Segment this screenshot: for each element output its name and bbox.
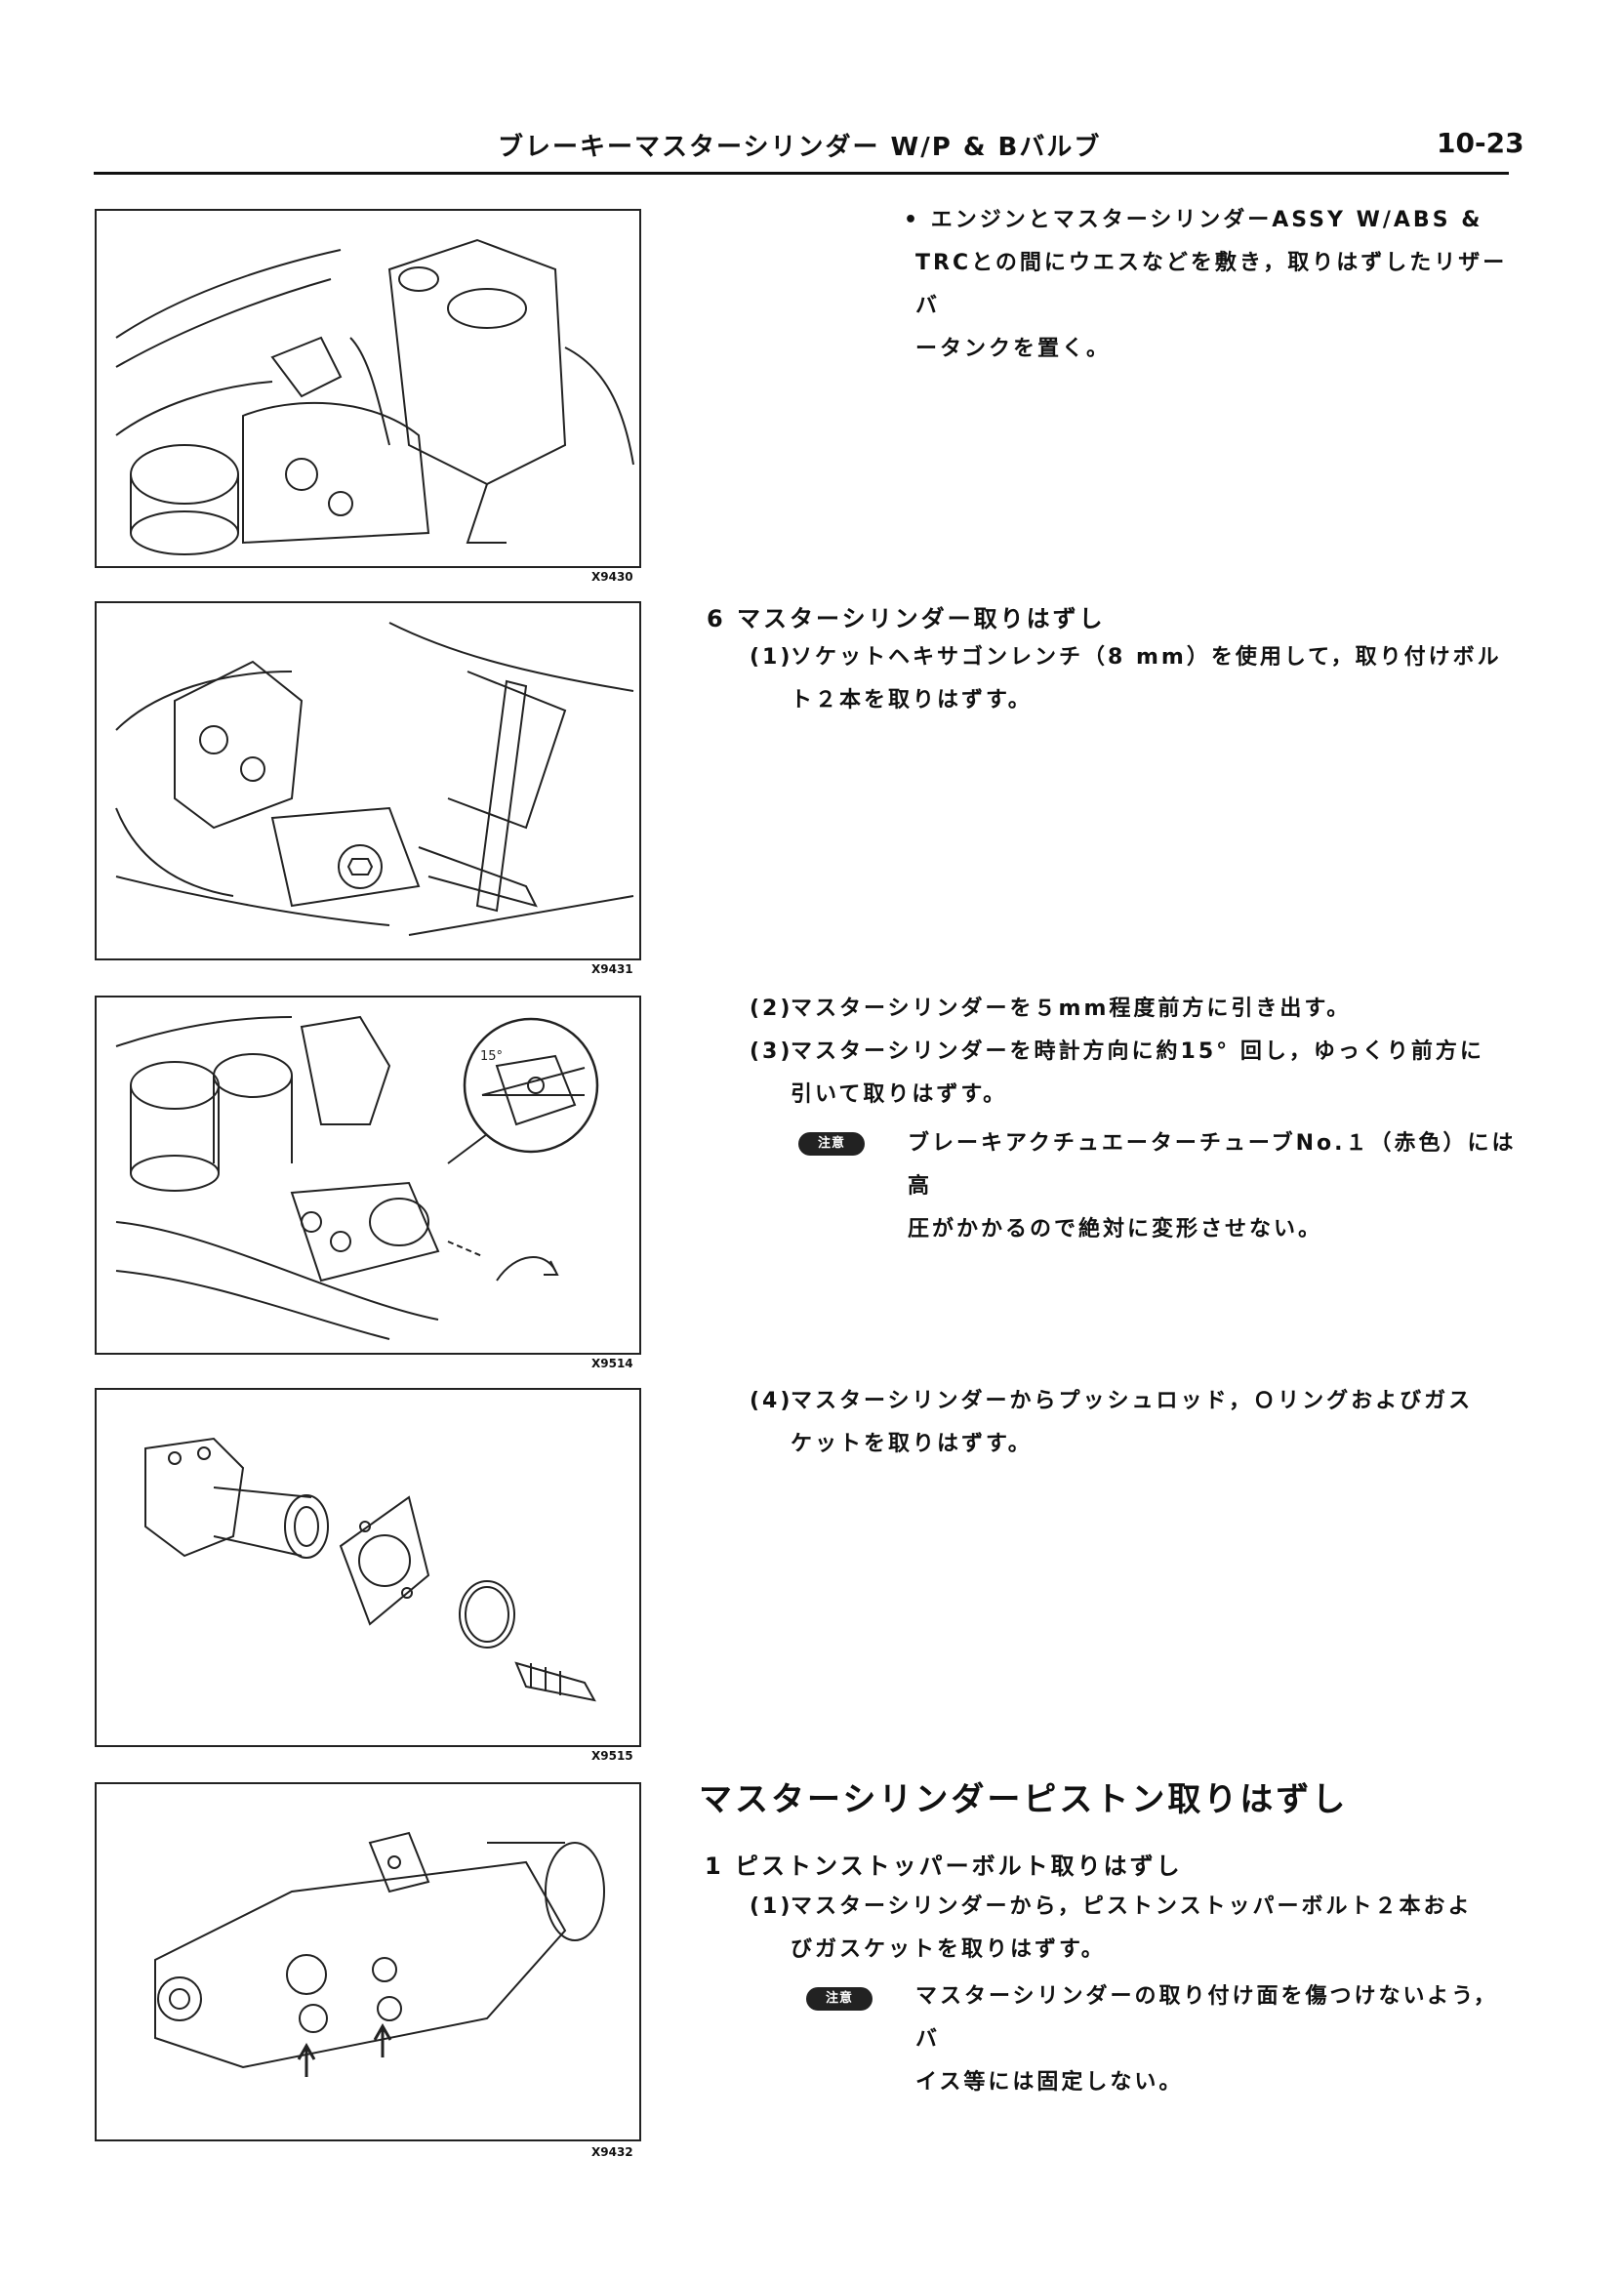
- instruction-line: イス等には固定しない。: [915, 2070, 1184, 2095]
- figure-code: X9431: [591, 962, 633, 976]
- page-header-title: ブレーキーマスターシリンダー W/P & Bバルブ: [498, 133, 1102, 162]
- step-6-heading: 6 マスターシリンダー取りはずし: [707, 605, 1106, 632]
- figure-code: X9432: [591, 2145, 633, 2159]
- instruction-line: マスターシリンダーを５mm程度前方に引き出す。: [791, 997, 1352, 1021]
- figure-stopper-bolts: [95, 1782, 641, 2141]
- instruction-line: 圧がかかるので絶対に変形させない。: [908, 1217, 1323, 1242]
- caution-note-actuator-tube: ブレーキアクチュエーターチューブNo.１（赤色）には高 圧がかかるので絶対に変形…: [908, 1122, 1522, 1251]
- step-number: (1): [750, 645, 793, 670]
- instruction-line: • エンジンとマスターシリンダーASSY W/ABS &: [904, 208, 1483, 232]
- header-divider: [94, 172, 1509, 175]
- instruction-step-6-2: (2)マスターシリンダーを５mm程度前方に引き出す。: [750, 988, 1521, 1031]
- illustration-hex-wrench: [115, 622, 634, 936]
- caution-badge: 注意: [798, 1132, 865, 1156]
- instruction-line: マスターシリンダーの取り付け面を傷つけないよう，バ: [915, 1984, 1498, 2052]
- instruction-step-1-1: (1)マスターシリンダーから，ピストンストッパーボルト２本およ びガスケットを取…: [750, 1886, 1521, 1972]
- step-number: (2): [750, 997, 793, 1021]
- instruction-line: ソケットヘキサゴンレンチ（8 mm）を使用して，取り付けボル: [791, 645, 1502, 670]
- figure-code: X9430: [591, 570, 633, 584]
- instruction-line: マスターシリンダーを時計方向に約15° 回し，ゆっくり前方に: [791, 1039, 1484, 1064]
- callout-angle-label: 15°: [480, 1049, 503, 1064]
- step-number: (3): [750, 1039, 793, 1064]
- figure-bolt-removal: [95, 601, 641, 960]
- section-title-piston-removal: マスターシリンダーピストン取りはずし: [699, 1780, 1349, 1819]
- instruction-line: ブレーキアクチュエーターチューブNo.１（赤色）には高: [908, 1131, 1517, 1199]
- instruction-line: マスターシリンダーからプッシュロッド，Ｏリングおよびガス: [791, 1389, 1474, 1413]
- instruction-line: ケットを取りはずす。: [791, 1432, 1033, 1456]
- instruction-line: びガスケットを取りはずす。: [791, 1937, 1106, 1962]
- illustration-exploded-parts: [144, 1437, 596, 1702]
- instruction-line: TRCとの間にウエスなどを敷き，取りはずしたリザーバ: [915, 251, 1508, 318]
- page-number: 10-23: [1437, 127, 1524, 159]
- instruction-line: マスターシリンダーから，ピストンストッパーボルト２本およ: [791, 1894, 1473, 1919]
- instruction-step-6-1: (1)ソケットヘキサゴンレンチ（8 mm）を使用して，取り付けボル ト２本を取り…: [750, 636, 1521, 722]
- figure-pushrod-parts: [95, 1388, 641, 1747]
- illustration-rotate-cylinder: 15°: [115, 1015, 599, 1340]
- illustration-engine-bay: [115, 238, 634, 555]
- step-number: (4): [750, 1389, 793, 1413]
- caution-note-mounting-surface: マスターシリンダーの取り付け面を傷つけないよう，バ イス等には固定しない。: [915, 1975, 1521, 2104]
- figure-reservoir-removal: [95, 209, 641, 568]
- figure-code: X9514: [591, 1357, 633, 1370]
- instruction-line: ト２本を取りはずす。: [791, 688, 1033, 712]
- instruction-line: 引いて取りはずす。: [791, 1082, 1008, 1107]
- step-1-heading: 1 ピストンストッパーボルト取りはずし: [705, 1852, 1183, 1880]
- instruction-step-6-3: (3)マスターシリンダーを時計方向に約15° 回し，ゆっくり前方に 引いて取りは…: [750, 1031, 1521, 1117]
- instruction-step-6-4: (4)マスターシリンダーからプッシュロッド，Ｏリングおよびガス ケットを取りはず…: [750, 1380, 1521, 1466]
- figure-cylinder-rotation: 15°: [95, 996, 641, 1355]
- illustration-master-cylinder: [154, 1831, 605, 2077]
- step-number: (1): [750, 1894, 793, 1919]
- instruction-block-reservoir: • エンジンとマスターシリンダーASSY W/ABS & TRCとの間にウエスな…: [904, 199, 1519, 371]
- figure-code: X9515: [591, 1749, 633, 1763]
- caution-badge: 注意: [806, 1987, 873, 2011]
- instruction-line: ータンクを置く。: [915, 337, 1112, 361]
